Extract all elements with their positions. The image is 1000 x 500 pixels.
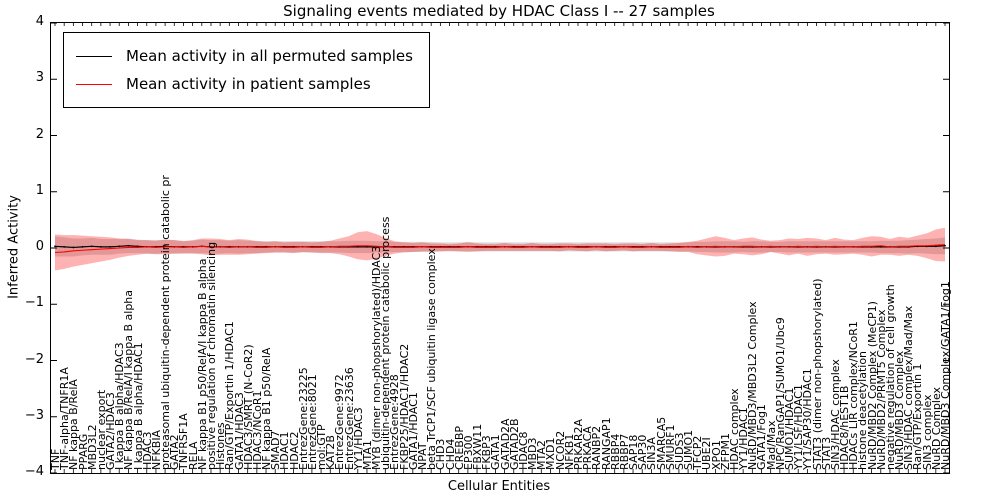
chart-canvas	[51, 23, 949, 473]
y-tick-label: 1	[35, 182, 44, 198]
y-tick-label: 0	[35, 239, 44, 254]
x-tick-label: NuRD/MBD3 Complex/GATA1/Fog1	[939, 281, 952, 470]
y-tick-label: −1	[24, 295, 44, 311]
x-axis-label: Cellular Entities	[447, 479, 551, 494]
legend-line-permuted-icon	[76, 55, 112, 57]
x-tick-label: proteasomal ubiquitin-dependent protein …	[159, 175, 173, 470]
y-tick-label: −3	[24, 407, 44, 423]
legend-line-patient-icon	[76, 83, 112, 85]
y-tick-label: 4	[35, 14, 44, 29]
legend-entry-permuted: Mean activity in all permuted samples	[76, 42, 413, 70]
y-tick-label: −4	[24, 464, 44, 479]
y-tick-label: −2	[24, 351, 44, 367]
legend-label-patient: Mean activity in patient samples	[126, 75, 371, 93]
x-tick-label: beta TrCP1/SCF ubiquitin ligase complex	[425, 248, 439, 470]
legend-label-permuted: Mean activity in all permuted samples	[126, 47, 413, 65]
legend: Mean activity in all permuted samples Me…	[63, 32, 430, 108]
y-tick-label: 3	[35, 70, 44, 86]
y-tick-label: 2	[35, 126, 44, 142]
chart-title: Signaling events mediated by HDAC Class …	[283, 2, 715, 20]
legend-entry-patient: Mean activity in patient samples	[76, 70, 413, 98]
